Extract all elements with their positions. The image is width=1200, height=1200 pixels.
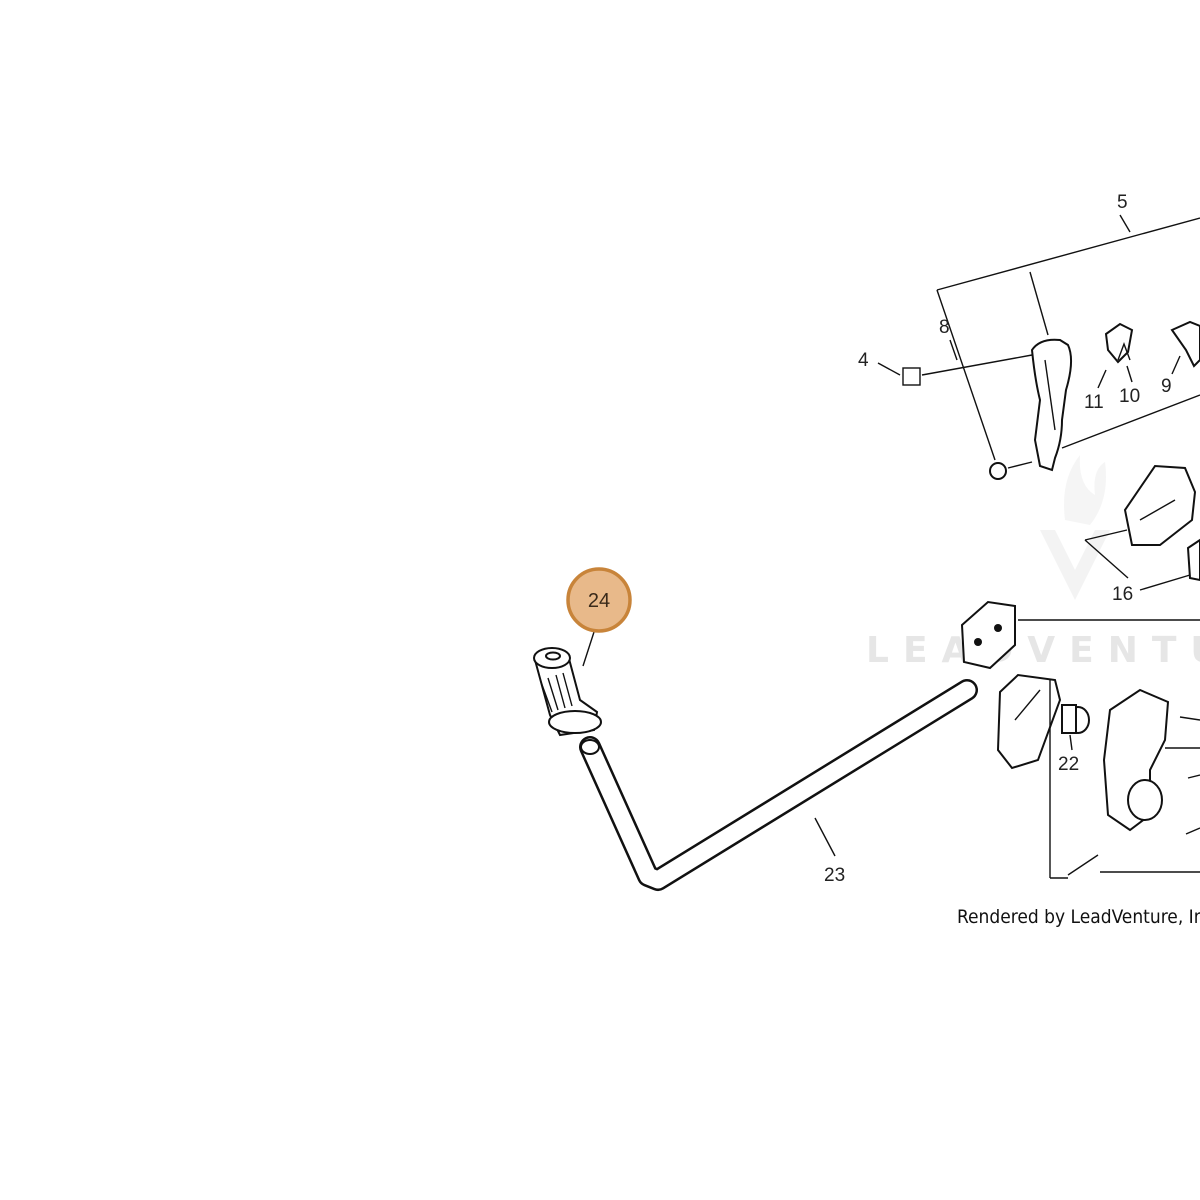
part-handle-bracket (1102, 688, 1170, 832)
label-22: 22 (1058, 754, 1079, 775)
part-clamp-housing (996, 673, 1062, 770)
part-10-spring (1117, 342, 1131, 361)
label-8: 8 (939, 317, 950, 338)
part-11 (1104, 322, 1134, 364)
label-10: 10 (1119, 386, 1140, 407)
part-clamp-upper (1123, 464, 1197, 546)
part-clamp-lower (1186, 538, 1200, 582)
label-16: 16 (1112, 584, 1133, 605)
label-23: 23 (824, 865, 845, 886)
callout-24-highlight[interactable]: 24 (566, 567, 632, 633)
part-22-bushing (1061, 704, 1090, 734)
part-mount-block (960, 600, 1016, 670)
part-9 (1170, 320, 1200, 368)
part-4-square (902, 367, 921, 386)
label-5: 5 (1117, 192, 1128, 213)
part-nut (989, 462, 1007, 480)
part-bolts (1067, 716, 1200, 876)
callout-24-label: 24 (588, 590, 610, 612)
part-23-tube (579, 679, 978, 891)
part-handle (1030, 338, 1072, 472)
render-credit: Rendered by LeadVenture, Inc (957, 906, 1200, 928)
bracket-5 (936, 214, 1200, 461)
label-4: 4 (858, 350, 869, 371)
label-11: 11 (1084, 392, 1104, 413)
watermark-logo (1040, 455, 1110, 600)
watermark-text: LEADVENTURE (866, 630, 1200, 671)
label-9: 9 (1161, 376, 1172, 397)
part-24-grip (533, 647, 602, 737)
